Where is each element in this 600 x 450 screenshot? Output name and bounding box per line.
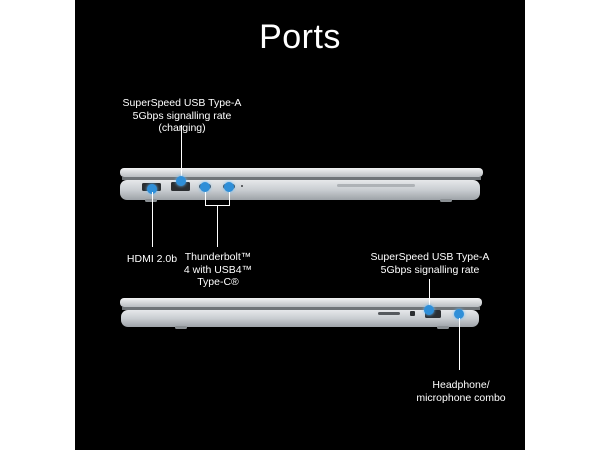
card-slot <box>378 312 400 315</box>
tb-leader-right <box>229 192 230 206</box>
laptop-illustrations <box>120 168 483 329</box>
hdmi-label: HDMI 2.0b <box>126 253 178 265</box>
laptop-left-side <box>120 168 483 202</box>
thunderbolt-label: Thunderbolt™ 4 with USB4™ Type-C® <box>183 251 253 288</box>
headphone-label: Headphone/ microphone combo <box>416 379 506 404</box>
usb-a-marker-dot <box>176 176 186 186</box>
hdmi-leader-line <box>152 192 153 247</box>
hdmi-marker-dot <box>147 184 157 194</box>
laptop-right-side <box>120 298 482 329</box>
usb-a-right-leader-line <box>429 279 430 309</box>
audio-jack-leader-line <box>459 318 460 370</box>
page-title: Ports <box>259 18 341 56</box>
tb-leader-left <box>205 192 206 206</box>
lock-slot <box>410 311 415 316</box>
usb-a-right-label: SuperSpeed USB Type-A 5Gbps signalling r… <box>370 251 490 276</box>
audio-jack-marker-dot <box>454 309 464 319</box>
usb-a-charging-label: SuperSpeed USB Type-A 5Gbps signalling r… <box>122 97 242 134</box>
usb-c-2-marker-dot <box>224 182 234 192</box>
tb-leader-down <box>217 205 218 247</box>
usb-a-leader-line <box>181 125 182 180</box>
ports-panel: Ports <box>75 0 525 450</box>
usb-a-right-marker-dot <box>424 305 434 315</box>
usb-a-port <box>171 182 190 191</box>
usb-c-1-marker-dot <box>200 182 210 192</box>
